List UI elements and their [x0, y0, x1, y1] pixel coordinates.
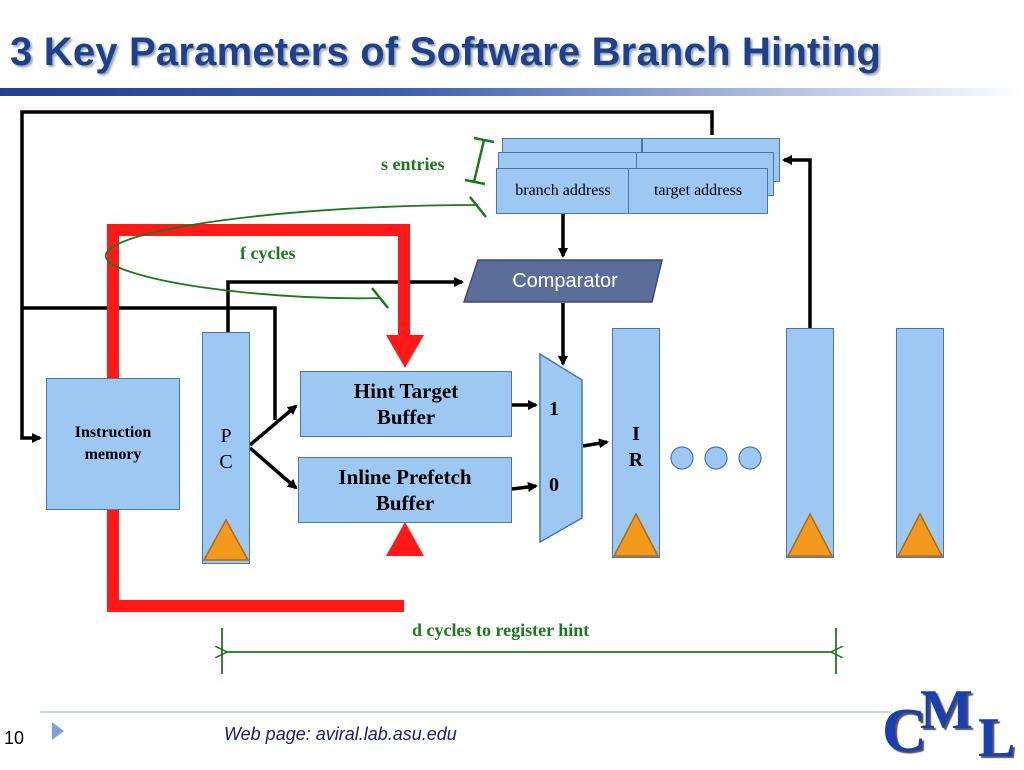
s-entries-label: s entries [381, 154, 445, 174]
target-address-field: target address [628, 168, 768, 214]
instruction-memory: Instruction memory [46, 378, 180, 510]
pipeline-stage [896, 328, 944, 558]
d-cycles-label: d cycles to register hint [412, 620, 590, 640]
s-entries-bracket [472, 139, 486, 183]
f-cycles-label: f cycles [240, 243, 296, 263]
pc-label-p: P [220, 425, 232, 447]
mux-input-1: 1 [549, 398, 559, 420]
ir-label-i: I [632, 423, 640, 445]
instruction-register: I R [612, 328, 660, 558]
branch-address-label: branch address [515, 182, 611, 200]
pc-label-c: C [219, 451, 233, 473]
comparator: Comparator [470, 260, 660, 302]
multiplexer [539, 352, 583, 544]
red-arrow-down [386, 335, 424, 368]
hint-target-buffer: Hint Target Buffer [300, 371, 512, 437]
red-arrow-up [386, 522, 424, 556]
footer-web-page: Web page: aviral.lab.asu.edu [224, 724, 457, 744]
pipeline-dot [704, 446, 728, 470]
wire-second-loop [22, 306, 277, 420]
pipeline-dot [738, 446, 762, 470]
wire-top-loop [20, 110, 714, 443]
pipeline-stage [786, 328, 834, 558]
wire-pc-prefetch-buffer [248, 446, 298, 490]
program-counter: P C [202, 332, 250, 564]
instruction-memory-label: Instruction memory [74, 423, 152, 463]
title-underline [0, 88, 1024, 96]
hint-target-buffer-label: Hint Target Buffer [353, 378, 459, 429]
footer-divider [40, 711, 890, 713]
wire-prefetch-mux [511, 482, 538, 492]
footer-arrow-icon [52, 722, 64, 740]
inline-prefetch-buffer-label: Inline Prefetch Buffer [338, 464, 472, 515]
mux-input-0: 0 [549, 474, 559, 496]
comparator-label: Comparator [512, 269, 618, 292]
page-number: 10 [4, 728, 25, 748]
f-cycles-curve [104, 204, 479, 300]
wire-stage-table [782, 155, 812, 328]
red-hint-path [107, 224, 410, 612]
cml-logo: C M L [882, 679, 1016, 769]
wire-pc-comparator [226, 277, 464, 332]
wire-mux-ir [582, 438, 609, 449]
pipeline-dot [670, 446, 694, 470]
slide-title: 3 Key Parameters of Software Branch Hint… [10, 30, 882, 74]
comparator-shape [462, 259, 663, 303]
ir-label-r: R [628, 449, 644, 471]
wire-pc-hint-buffer [248, 404, 298, 447]
inline-prefetch-buffer: Inline Prefetch Buffer [298, 457, 512, 523]
target-address-label: target address [653, 182, 743, 200]
branch-address-field: branch address [496, 168, 630, 214]
